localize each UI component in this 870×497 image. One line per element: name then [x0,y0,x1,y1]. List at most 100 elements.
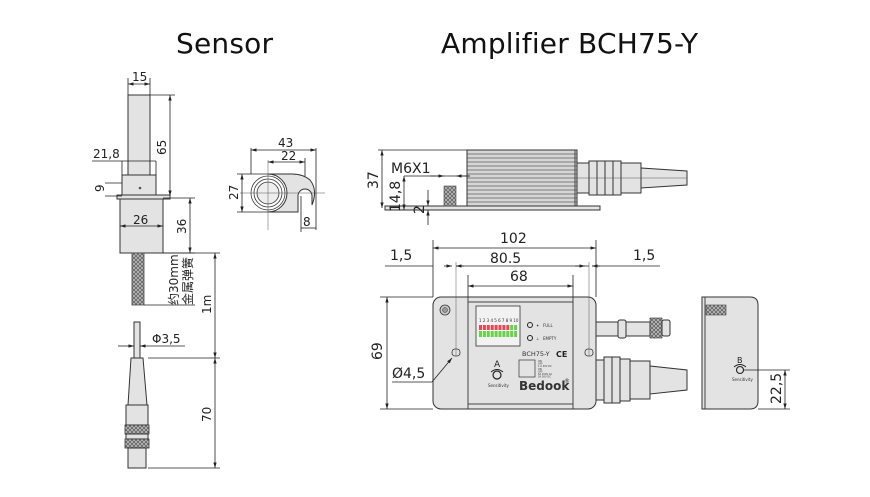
thread-spec: M6X1 [391,161,430,177]
dip-switch-numbers: 1 2 3 4 5 6 7 8 9 10 [479,318,519,323]
amplifier-front-view: 1 2 3 4 5 6 7 8 9 10 ✦ FULL ⊥ EMPTY BCH7… [370,231,688,410]
dip-switch-bottom [498,331,502,337]
indicator-full-icon: ✦ [536,323,540,328]
sensitivity-knob-b[interactable] [735,365,745,375]
indicator-empty-label: EMPTY [543,336,557,341]
ce-mark: CE [556,350,567,359]
relay-line: ON [538,368,542,371]
brand-logo: Bedook [519,379,570,393]
cable [133,321,141,361]
dip-switch-bottom [490,331,494,337]
dim-hole-pitch: 80.5 [490,251,521,267]
led-full [527,322,533,328]
dip-switch-bottom [482,331,486,337]
dip-switch-bottom [514,331,518,337]
connector-taper [127,357,148,406]
dip-switch-bottom [506,331,510,337]
model-label: BCH75-Y [522,350,550,358]
dip-switch-top[interactable] [490,325,494,330]
amplifier-heatsink [466,149,578,207]
dip-switch-bottom [486,331,490,337]
dim-center-offset: 22 [281,149,296,163]
dim-base-thickness: 2 [412,205,428,214]
connector-knurl-1 [124,424,150,435]
knob-a-caption: Sensitivity [488,383,509,388]
sensor-title: Sensor [176,27,274,60]
sensor-flange [121,174,157,196]
dim-body-length: 36 [175,219,189,234]
dim-amp-height: 37 [366,171,382,189]
knob-a-label: A [494,360,501,370]
dim-body-width: 26 [133,213,148,227]
dim-cable-diameter: Φ3,5 [152,332,181,346]
indicator-empty-icon: ⊥ [536,336,540,341]
sensor-screw-dot [138,186,142,190]
dim-overall-width: 43 [278,136,293,150]
metal-spring [131,252,145,306]
connector-knurl-2 [124,438,150,449]
dip-switch-top[interactable] [486,325,490,330]
dip-switch-bottom [510,331,514,337]
dim-margin-right: 1,5 [633,248,655,264]
dim-inner-length: 68 [510,269,528,285]
relay-line: OFF [538,363,543,366]
dim-thread-height: 14,8 [388,181,404,212]
dip-switch-top[interactable] [482,325,486,330]
amplifier-side-view: 37 M6X1 14,8 2 [366,149,688,225]
amplifier-end-housing [701,296,759,410]
sensitivity-knob-a[interactable] [492,370,502,380]
dim-margin-left: 1,5 [390,248,412,264]
dim-shaft-length: 65 [155,140,169,155]
amplifier-title: Amplifier BCH75-Y [441,27,699,60]
knob-b-label: B [737,356,743,365]
sensor-plate [116,194,171,200]
dim-flange-height: 9 [93,184,107,192]
dip-switch-top[interactable] [479,325,482,330]
dip-switch-bottom [494,331,498,337]
thread-stud [443,185,457,207]
relay-line: 5A 30V DC [538,376,551,379]
dip-switches [479,325,518,337]
dim-front-height: 69 [370,342,386,360]
dim-height: 27 [227,185,241,200]
m12-connector-tip [661,319,671,337]
dim-cable-length: 1m [200,295,214,314]
spring-note-line1: 约30mm [166,254,181,305]
dip-switch-top[interactable] [506,325,510,330]
relay-line: 5A 250V AC [538,373,552,376]
dip-switch-top[interactable] [498,325,502,330]
registered-mark: ® [564,378,570,385]
dim-connector-length: 70 [200,407,214,422]
dip-switch-bottom [502,331,506,337]
relay-line: ON [538,360,542,363]
dip-switch-top[interactable] [502,325,506,330]
sensor-side-view: 15 65 21,8 9 26 36 约30mm 金属弹簧 1m Φ3,5 [92,70,220,469]
sensor-shaft [127,94,151,176]
amplifier-end-view: B Sensitivity 22,5 [701,296,790,410]
relay-line: 1 A 30V DC [538,365,552,368]
m12-connector-knurl [649,317,663,339]
indicator-full-label: FULL [543,323,553,328]
dim-hole-diameter: Ø4,5 [392,366,425,382]
dim-overall-length: 102 [500,231,527,247]
amplifier-housing [432,296,597,410]
dip-switch-top[interactable] [510,325,514,330]
dip-switch-bottom [479,331,482,337]
dip-switch-top[interactable] [494,325,498,330]
sensor-top-view: 43 22 27 8 [227,136,325,232]
led-empty [527,335,533,341]
end-knurl [705,304,727,316]
amplifier-cable-front [649,365,688,395]
dip-switch-top[interactable] [514,325,518,330]
dim-flange-width: 21,8 [93,147,120,161]
connector-body [125,404,149,426]
knob-b-caption: Sensitivity [732,377,753,382]
dip-switch-window [475,305,521,347]
relay-line: OFF [538,370,543,373]
dim-top-width: 15 [132,70,147,84]
dim-slot-width: 8 [303,215,311,229]
dim-knob-height: 22,5 [769,373,785,404]
spring-note-line2: 金属弹簧 [180,257,195,305]
